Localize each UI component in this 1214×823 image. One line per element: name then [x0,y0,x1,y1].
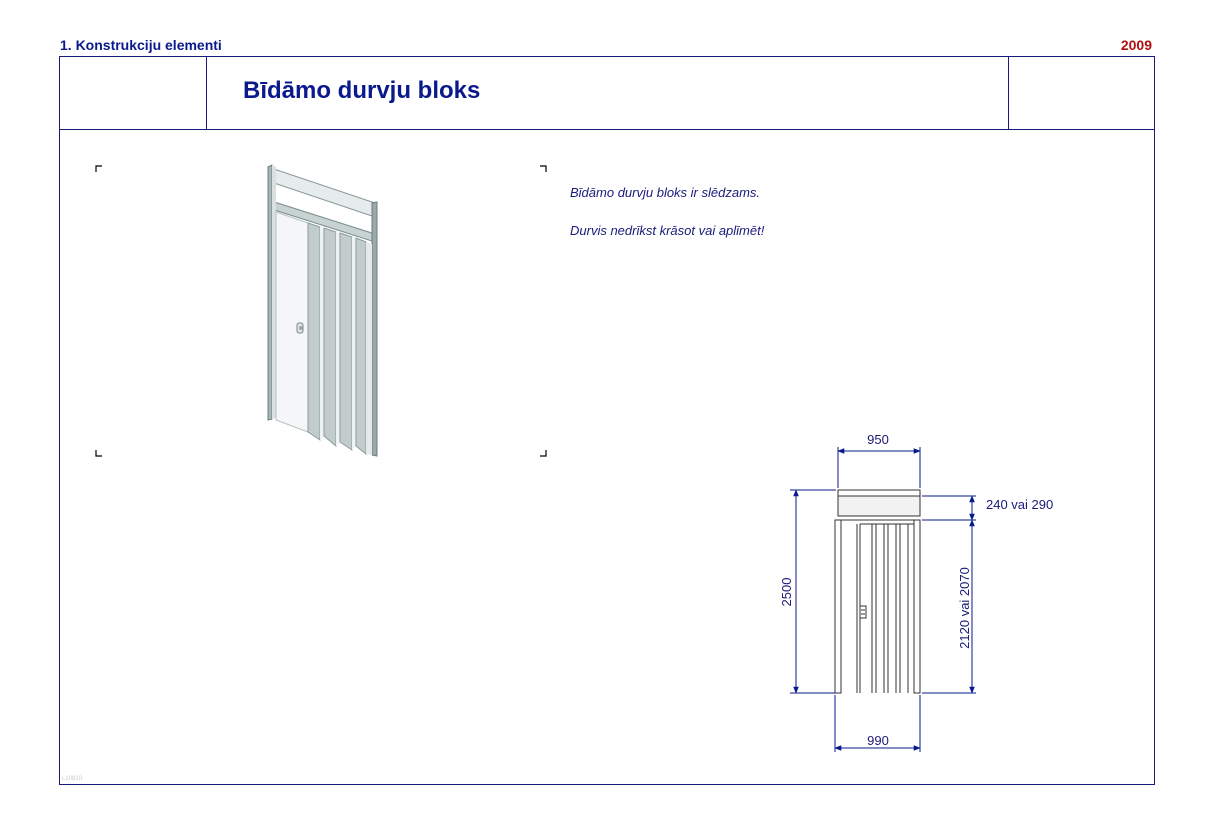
door-elevation-drawing: 950 990 240 vai 290 2500 2120 vai 2070 [779,432,1053,752]
dim-total-height: 2500 [779,578,794,607]
sheet-frame: Bīdāmo durvju bloks Bīdāmo durvju bloks … [59,56,1155,785]
footer-code: L10810 [62,776,83,782]
dim-width-top: 950 [867,432,889,447]
door-3d-illustration [267,164,378,457]
section-label: 1. Konstrukciju elementi [60,37,222,53]
year-label: 2009 [1120,37,1152,53]
description-line-2: Durvis nedrīkst krāsot vai aplīmēt! [570,223,765,238]
page-title: Bīdāmo durvju bloks [243,77,481,104]
crop-marks [95,165,547,457]
dim-transom-height: 240 vai 290 [986,497,1053,512]
dim-door-height: 2120 vai 2070 [957,567,972,649]
dim-width-bottom: 990 [867,733,889,748]
title-block-right-cell [1008,57,1154,129]
title-block-left-cell [60,57,207,129]
description-line-1: Bīdāmo durvju bloks ir slēdzams. [570,185,761,200]
title-block: Bīdāmo durvju bloks [60,57,1154,130]
